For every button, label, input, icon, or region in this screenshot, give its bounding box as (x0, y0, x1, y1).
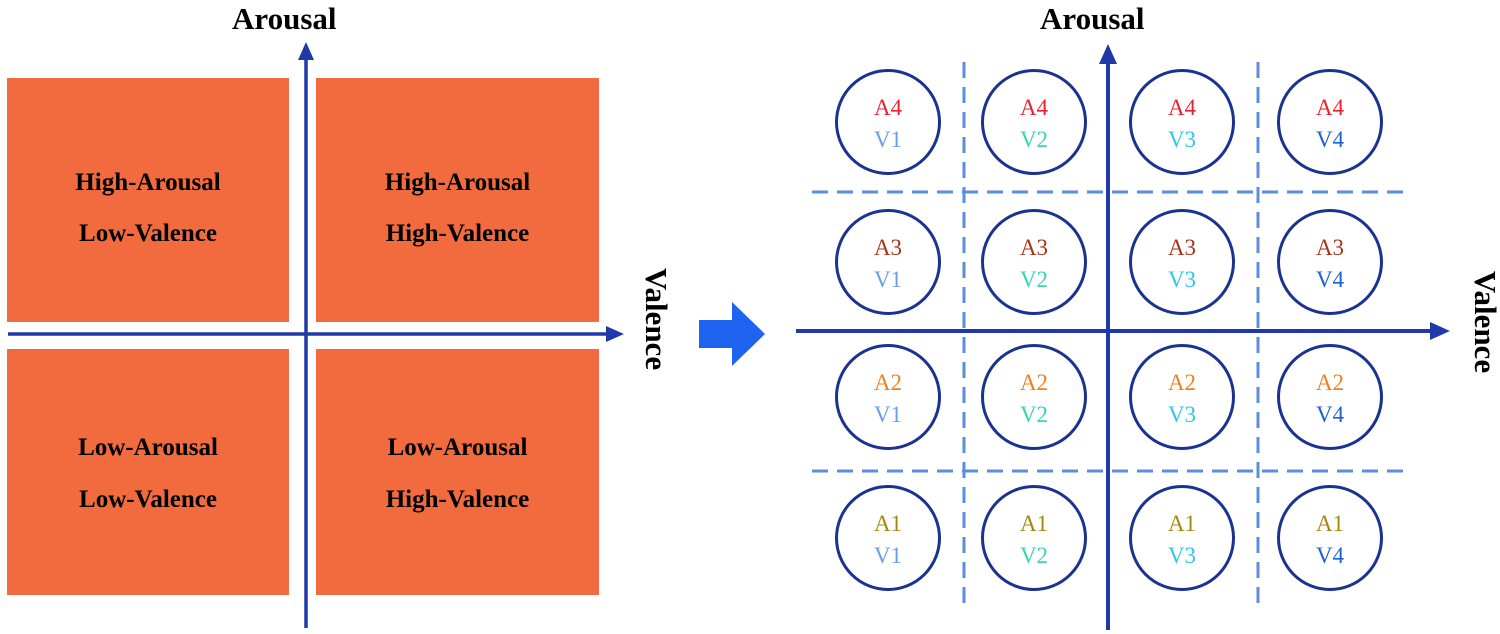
arousal-level-label: A1 (1167, 511, 1197, 536)
valence-level-label: V2 (1019, 402, 1049, 427)
arousal-level-label: A4 (873, 95, 903, 120)
quadrant-line2: Low-Valence (79, 220, 217, 247)
quadrant-line2: High-Valence (385, 486, 530, 513)
valence-level-label: V1 (873, 402, 903, 427)
quadrant-low-arousal-low-valence: Low-Arousal Low-Valence (7, 349, 289, 595)
valence-level-label: V3 (1167, 267, 1197, 292)
arousal-level-label: A3 (1019, 235, 1049, 260)
valence-level-label: V3 (1167, 127, 1197, 152)
transition-arrow (699, 302, 765, 366)
quadrant-line1: High-Arousal (384, 169, 531, 196)
right-arousal-arrowhead (1099, 44, 1117, 64)
valence-level-label: V2 (1019, 267, 1049, 292)
valence-level-label: V4 (1315, 543, 1345, 568)
arousal-level-label: A1 (873, 511, 903, 536)
quadrant-line1: High-Arousal (75, 169, 221, 196)
valence-level-label: V1 (873, 543, 903, 568)
quadrant-line2: High-Valence (385, 220, 530, 247)
quadrant-low-arousal-high-valence: Low-Arousal High-Valence (316, 349, 599, 595)
arousal-level-label: A4 (1167, 95, 1197, 120)
quadrant-line1: Low-Arousal (78, 434, 218, 461)
arousal-level-label: A4 (1315, 95, 1345, 120)
valence-level-label: V4 (1315, 267, 1345, 292)
arousal-level-label: A3 (1167, 235, 1197, 260)
valence-level-label: V2 (1019, 127, 1049, 152)
arousal-level-label: A2 (1167, 370, 1197, 395)
quadrant-line2: Low-Valence (79, 486, 217, 513)
arousal-level-label: A4 (1019, 95, 1049, 120)
valence-level-label: V4 (1315, 402, 1345, 427)
arousal-level-label: A3 (1315, 235, 1345, 260)
valence-level-label: V3 (1167, 402, 1197, 427)
left-arousal-arrowhead (298, 42, 314, 60)
valence-level-label: V1 (873, 127, 903, 152)
arousal-level-label: A1 (1019, 511, 1049, 536)
valence-level-label: V3 (1167, 543, 1197, 568)
valence-level-label: V2 (1019, 543, 1049, 568)
quadrant-line1: Low-Arousal (387, 434, 528, 461)
valence-level-label: V4 (1315, 127, 1345, 152)
arousal-level-label: A2 (873, 370, 903, 395)
arousal-level-label: A3 (873, 235, 903, 260)
quadrant-high-arousal-low-valence: High-Arousal Low-Valence (7, 78, 289, 322)
arousal-level-label: A1 (1315, 511, 1345, 536)
right-valence-arrowhead (1430, 322, 1450, 340)
valence-level-label: V1 (873, 267, 903, 292)
left-arousal-label: Arousal (232, 1, 337, 36)
arousal-level-label: A2 (1019, 370, 1049, 395)
quadrant-high-arousal-high-valence: High-Arousal High-Valence (316, 78, 599, 322)
arousal-level-label: A2 (1315, 370, 1345, 395)
left-valence-arrowhead (606, 326, 624, 342)
right-arousal-label: Arousal (1040, 1, 1145, 36)
